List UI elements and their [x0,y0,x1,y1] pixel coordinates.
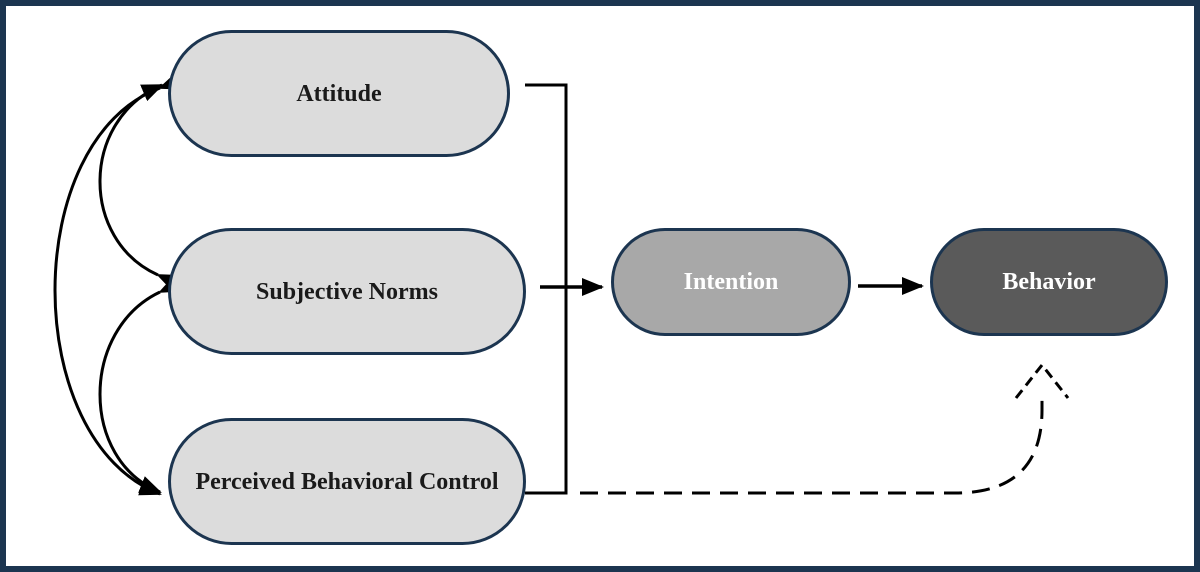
node-subjective-norms-label: Subjective Norms [256,278,438,305]
node-subjective-norms: Subjective Norms [168,228,526,355]
predictor-bracket [525,83,568,495]
node-pbc-label: Perceived Behavioral Control [195,468,499,495]
node-behavior-label: Behavior [1002,269,1096,295]
node-perceived-behavioral-control: Perceived Behavioral Control [168,418,526,545]
node-attitude-label: Attitude [296,80,382,107]
dashed-pbc-to-behavior [580,400,1044,495]
node-behavior: Behavior [930,228,1168,336]
corr-norms-pbc [98,275,182,494]
node-intention: Intention [611,228,851,336]
dashed-arrowhead [1014,362,1070,399]
corr-attitude-pbc [53,72,182,496]
node-intention-label: Intention [683,269,779,295]
corr-attitude-norms [98,83,180,292]
node-attitude: Attitude [168,30,510,157]
